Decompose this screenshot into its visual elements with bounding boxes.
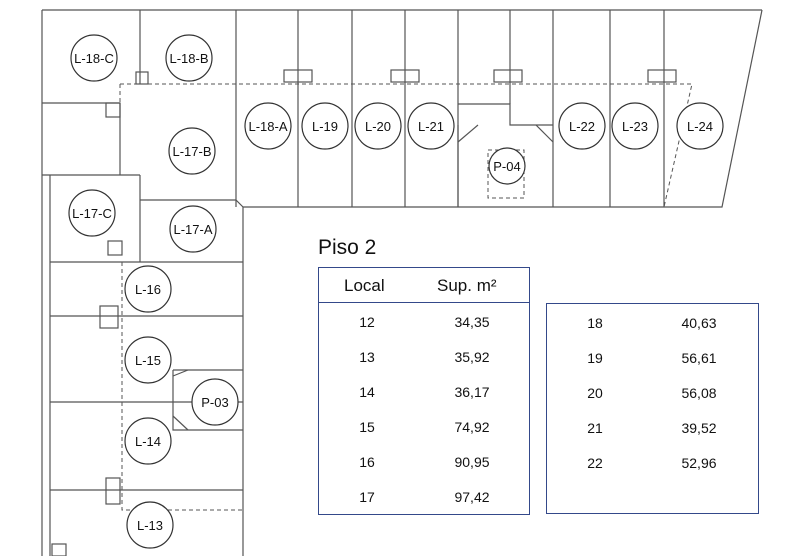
- table-cell-sup: 40,63: [681, 315, 717, 331]
- table-cell-sup: 97,42: [454, 489, 490, 505]
- room-label-l22: L-22: [569, 119, 595, 134]
- room-circle: [126, 501, 174, 549]
- table-cell-sup: 90,95: [454, 454, 490, 470]
- room-circle: [244, 102, 292, 150]
- table-cell-local: 15: [359, 419, 375, 435]
- table-cell-sup: 39,52: [681, 420, 717, 436]
- room-label-l20: L-20: [365, 119, 391, 134]
- table-cell-sup: 36,17: [454, 384, 490, 400]
- room-label-l21: L-21: [418, 119, 444, 134]
- room-circle: [68, 189, 116, 237]
- room-label-p03: P-03: [201, 395, 228, 410]
- room-label-p04: P-04: [493, 159, 520, 174]
- room-circle: [558, 102, 606, 150]
- table-cell-local: 22: [587, 455, 603, 471]
- floor-title: Piso 2: [318, 236, 377, 259]
- room-label-l23: L-23: [622, 119, 648, 134]
- table-cell-sup: 35,92: [454, 349, 490, 365]
- table-cell-local: 12: [359, 314, 375, 330]
- room-label-l17a: L-17-A: [173, 222, 212, 237]
- table-cell-sup: 56,61: [681, 350, 717, 366]
- table-cell-local: 13: [359, 349, 375, 365]
- room-label-l19: L-19: [312, 119, 338, 134]
- room-label-l18b: L-18-B: [169, 51, 208, 66]
- area-table-right: 18 40,63 19 56,61 20 56,08 21 39,52 22 5…: [546, 303, 759, 514]
- table-cell-local: 19: [587, 350, 603, 366]
- table-cell-sup: 52,96: [681, 455, 717, 471]
- table-cell-local: 14: [359, 384, 375, 400]
- table-cell-local: 17: [359, 489, 375, 505]
- room-circle: [407, 102, 455, 150]
- room-circle: [301, 102, 349, 150]
- room-label-l13: L-13: [137, 518, 163, 533]
- room-label-l16: L-16: [135, 282, 161, 297]
- room-circle: [168, 127, 216, 175]
- table-cell-local: 18: [587, 315, 603, 331]
- room-circle: [124, 417, 172, 465]
- room-circle: [354, 102, 402, 150]
- room-label-l14: L-14: [135, 434, 161, 449]
- room-circle: [611, 102, 659, 150]
- room-circle: [165, 34, 213, 82]
- room-label-l17c: L-17-C: [72, 206, 112, 221]
- room-label-l18a: L-18-A: [248, 119, 287, 134]
- table-cell-local: 16: [359, 454, 375, 470]
- table-header: Local Sup. m²: [319, 268, 529, 303]
- room-circle: [488, 147, 526, 185]
- room-circle: [124, 336, 172, 384]
- room-label-l17b: L-17-B: [172, 144, 211, 159]
- room-circle: [676, 102, 724, 150]
- room-circle: [191, 378, 239, 426]
- header-local: Local: [344, 276, 385, 295]
- room-circle: [169, 205, 217, 253]
- header-sup: Sup. m²: [437, 276, 497, 295]
- table-cell-sup: 34,35: [454, 314, 490, 330]
- room-label-l24: L-24: [687, 119, 713, 134]
- room-label-l18c: L-18-C: [74, 51, 114, 66]
- room-label-l15: L-15: [135, 353, 161, 368]
- table-cell-local: 20: [587, 385, 603, 401]
- table-cell-sup: 74,92: [454, 419, 490, 435]
- table-cell-local: 21: [587, 420, 603, 436]
- table-cell-sup: 56,08: [681, 385, 717, 401]
- area-table-left: Local Sup. m² 12 34,35 13 35,92 14 36,17…: [318, 267, 530, 515]
- room-circle: [124, 265, 172, 313]
- room-circle: [70, 34, 118, 82]
